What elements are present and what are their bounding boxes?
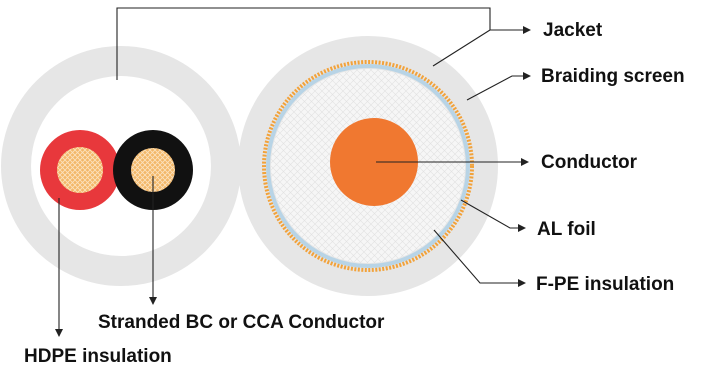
braiding-screen-label: Braiding screen [541,66,685,87]
red-core-strands [57,147,103,193]
al-foil-label: AL foil [537,219,596,240]
al-foil-leader [460,199,526,232]
fpe-leader [433,229,526,287]
braiding-screen-ring [262,60,474,272]
jacket-label: Jacket [543,20,603,41]
hdpe-insulation-label: HDPE insulation [24,346,172,367]
jacket-leader [116,7,531,80]
black-core-strands [131,148,175,192]
stranded-conductor-label: Stranded BC or CCA Conductor [98,312,385,333]
conductor-label: Conductor [541,152,638,173]
jacket-leader-tick [432,29,491,67]
center-conductor [330,118,418,206]
braiding-leader [466,72,531,101]
fpe-insulation-label: F-PE insulation [536,274,675,295]
al-foil-ring [266,64,470,268]
